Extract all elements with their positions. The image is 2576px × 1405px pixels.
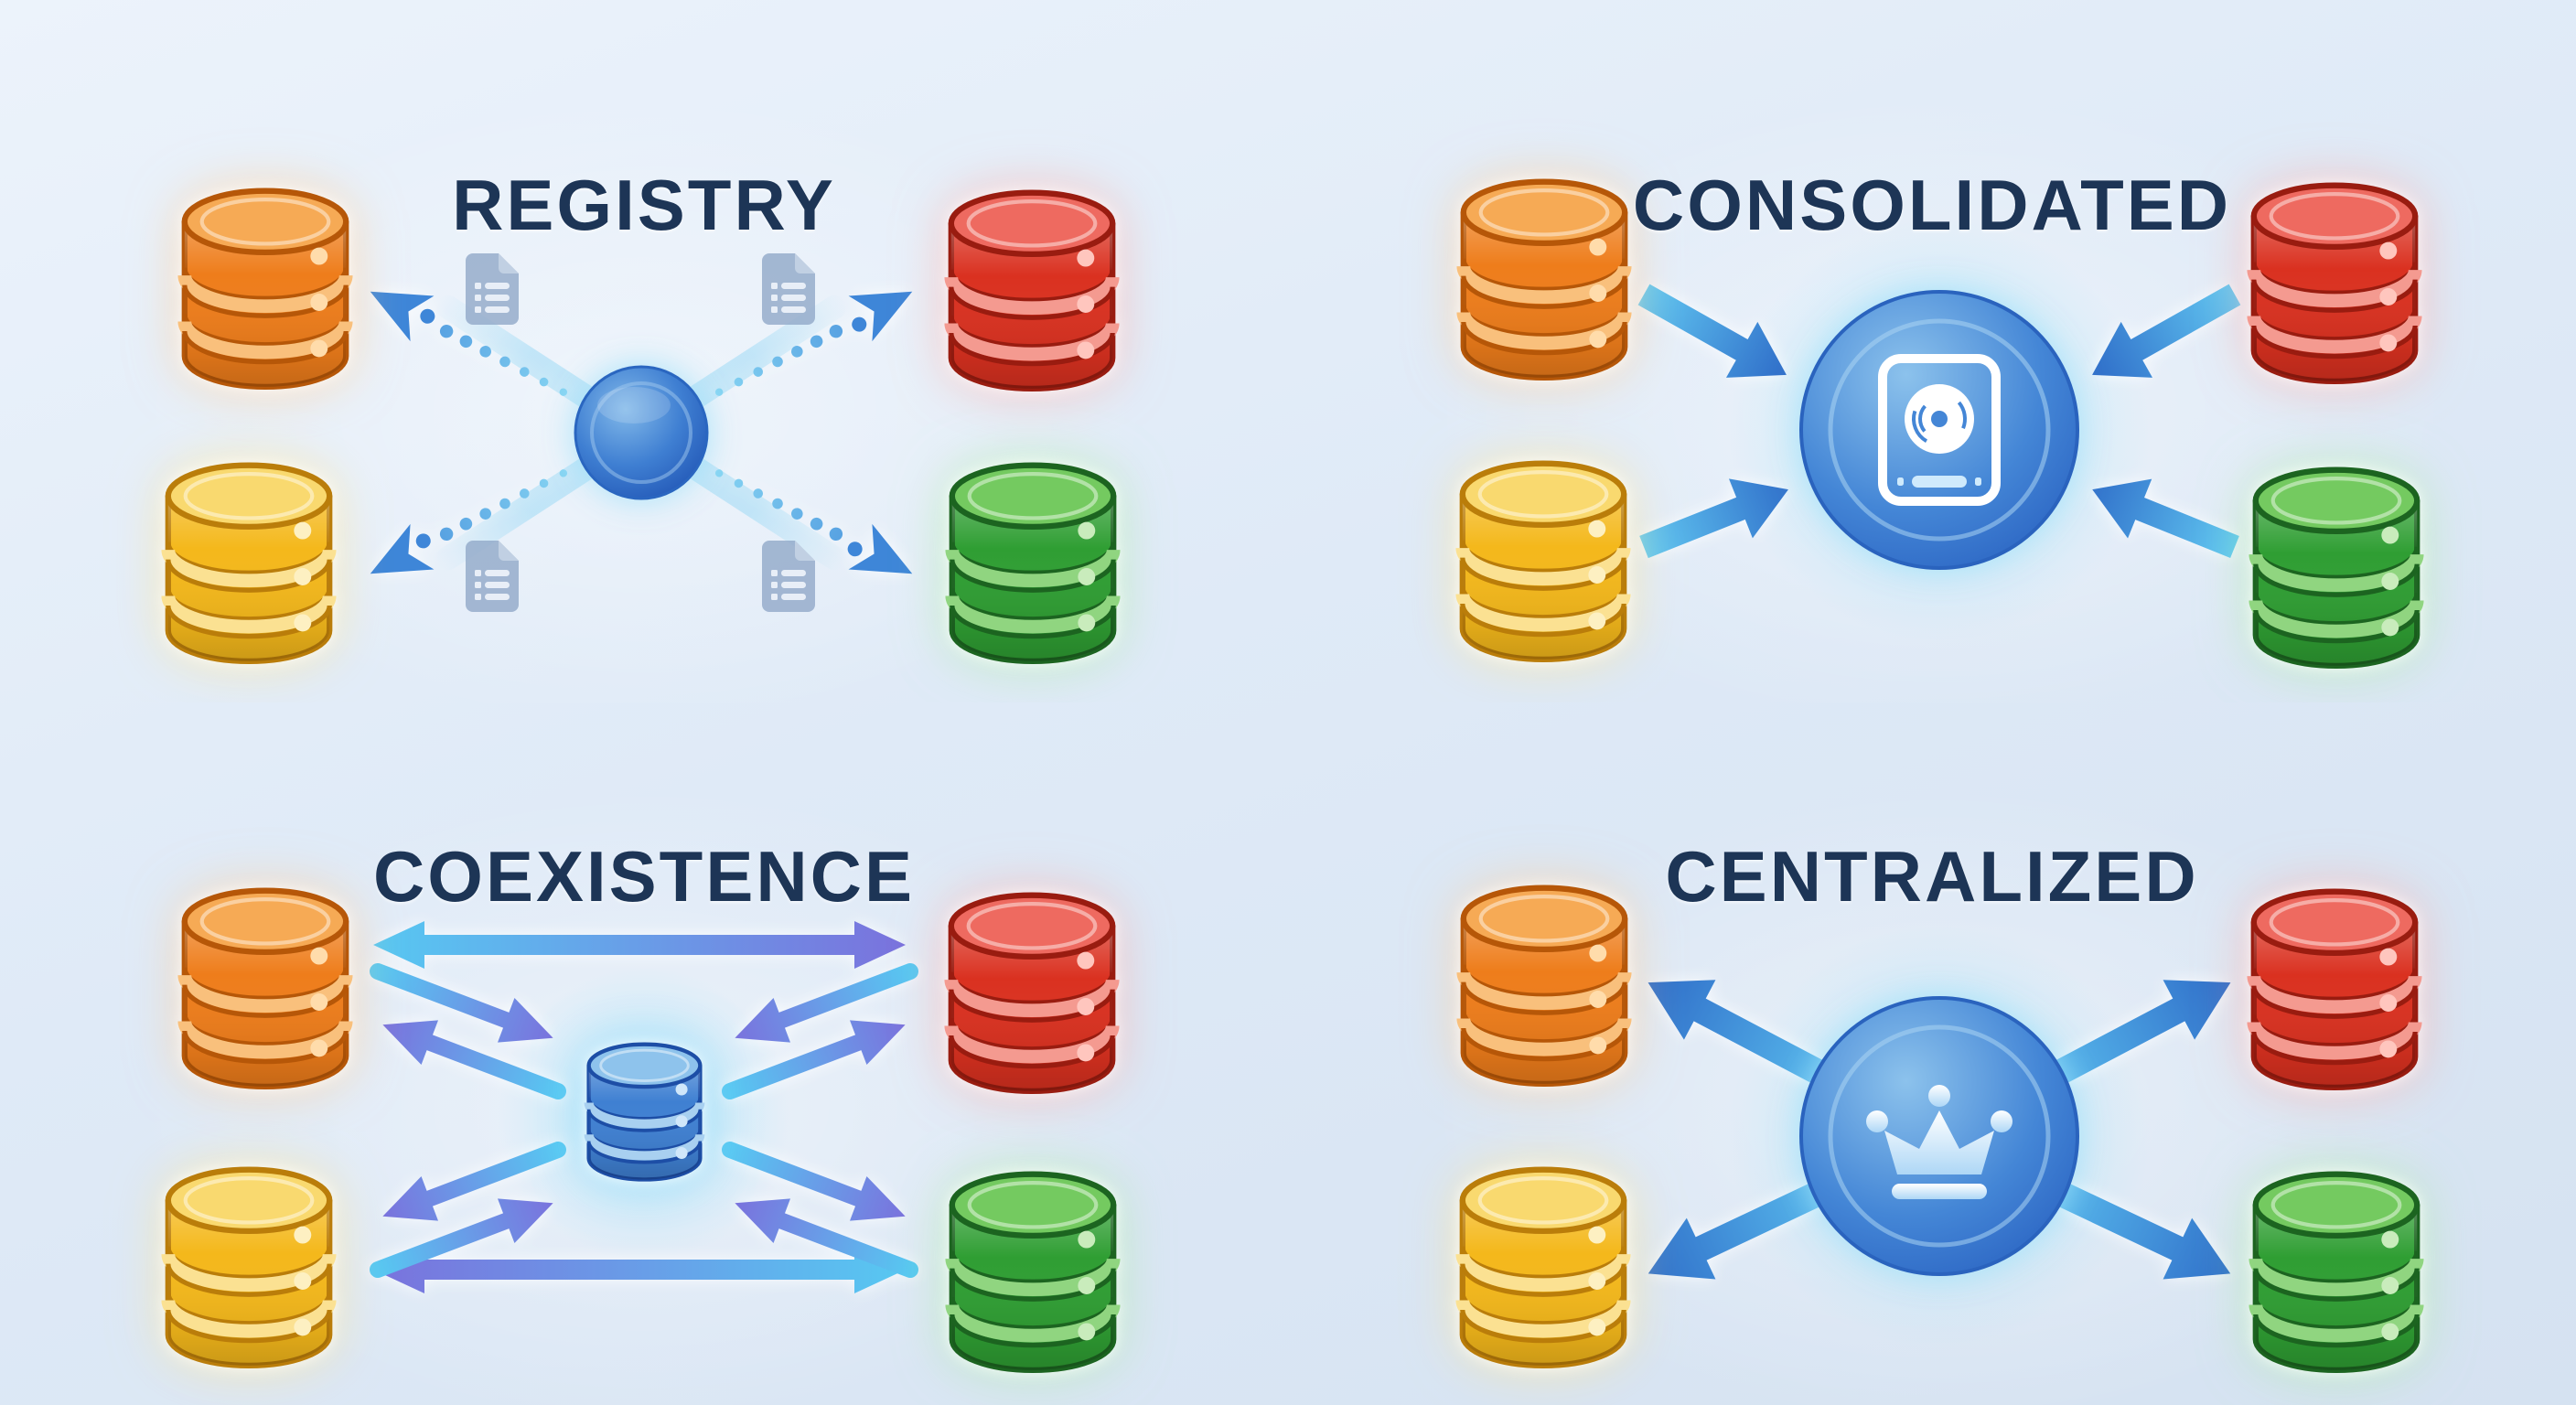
- quadrant-registry: REGISTRY: [0, 0, 1288, 702]
- orange-database-icon: [1464, 888, 1625, 1084]
- yellow-database-icon: [1463, 464, 1624, 660]
- red-database-icon: [951, 896, 1112, 1091]
- hub-sphere-icon: [574, 365, 709, 500]
- yellow-database-icon: [1463, 1170, 1624, 1366]
- green-database-icon: [952, 1174, 1113, 1370]
- coexistence-bidirectional-arrows: [361, 921, 927, 1295]
- quadrant-title-registry: REGISTRY: [452, 164, 836, 245]
- green-database-icon: [2256, 1174, 2417, 1370]
- green-database-icon: [952, 466, 1113, 661]
- quadrant-coexistence: COEXISTENCE: [0, 702, 1288, 1405]
- quadrant-centralized: CENTRALIZED: [1288, 702, 2576, 1405]
- arrow-from-yellow: [1639, 478, 1788, 559]
- consolidated-diagram-art: [1427, 91, 2452, 702]
- arrow-from-red: [2092, 284, 2241, 378]
- quadrant-title-consolidated: CONSOLIDATED: [1632, 164, 2232, 245]
- quadrant-consolidated: CONSOLIDATED: [1288, 0, 2576, 702]
- central-database-icon: [587, 1043, 702, 1181]
- yellow-database-icon: [168, 1170, 329, 1366]
- horizontal-double-arrow-bottom: [373, 1246, 906, 1293]
- crown-hub-icon: [1799, 996, 2079, 1276]
- horizontal-double-arrow-top: [373, 921, 906, 969]
- green-database-icon: [2256, 470, 2417, 666]
- orange-database-icon: [185, 891, 346, 1087]
- arrow-from-green: [2092, 478, 2239, 559]
- coexistence-diagram-art: [132, 785, 1156, 1405]
- red-database-icon: [2254, 892, 2415, 1088]
- quadrant-title-centralized: CENTRALIZED: [1665, 835, 2199, 917]
- consolidated-inward-arrows: [1637, 284, 2241, 559]
- crown-icon: [1866, 1085, 2012, 1199]
- registry-diagram-art: [132, 91, 1156, 702]
- quadrant-title-coexistence: COEXISTENCE: [372, 835, 916, 917]
- centralized-diagram-art: [1427, 785, 2452, 1405]
- storage-drive-icon: [1799, 290, 2079, 570]
- yellow-database-icon: [168, 466, 329, 661]
- arrow-from-orange: [1637, 284, 1787, 378]
